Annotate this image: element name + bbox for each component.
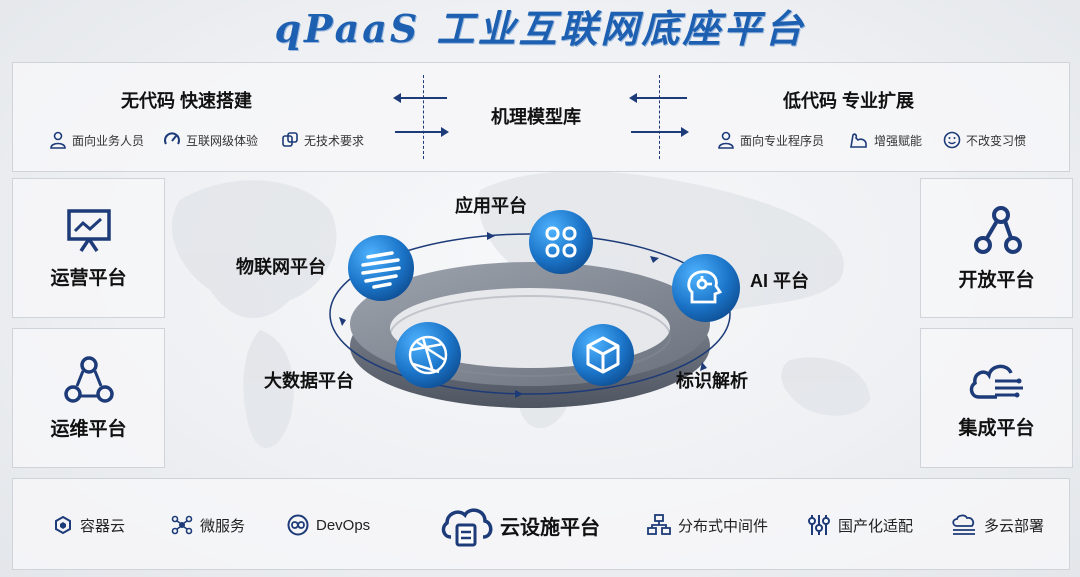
panel-label: 运维平台 <box>50 418 127 440</box>
node-app-platform <box>529 210 593 274</box>
bottom-item-label: 云设施平台 <box>500 516 600 539</box>
label-identifier-resolution: 标识解析 <box>676 371 748 391</box>
feature-enhancement: 增强赋能 <box>849 131 922 149</box>
panel-maintenance: 运维平台 <box>12 328 165 468</box>
bottom-item-localization: 国产化适配 <box>807 479 913 571</box>
container-icon <box>55 515 71 535</box>
bottom-item-container: 容器云 <box>53 479 125 571</box>
feature-no-tech: 无技术要求 <box>281 131 364 149</box>
bottom-item-middleware: 分布式中间件 <box>647 479 768 571</box>
gauge-icon <box>164 132 180 145</box>
node-iot-platform <box>348 235 414 301</box>
arrow-left-top-2 <box>629 93 687 103</box>
top-panel: 无代码 快速搭建 面向业务人员 互联网级体验 无技术要求 机理模型库 低代码 专… <box>12 62 1070 172</box>
smiley-icon <box>943 131 961 149</box>
feature-keep-habits: 不改变习惯 <box>943 131 1026 149</box>
bottom-item-label: 微服务 <box>200 517 246 535</box>
panel-label: 开放平台 <box>958 269 1035 291</box>
feature-internet-experience: 互联网级体验 <box>163 131 258 149</box>
node-identifier-resolution <box>572 324 634 386</box>
bottom-item-multicloud: 多云部署 <box>951 479 1044 571</box>
feature-pro-programmers: 面向专业程序员 <box>717 131 824 149</box>
arrow-right-bottom <box>395 127 449 137</box>
puzzle-icon <box>282 132 298 147</box>
infinity-icon <box>287 514 309 536</box>
node-ai-platform <box>672 254 740 322</box>
panel-integration: 集成平台 <box>920 328 1073 468</box>
bottom-item-cloud-infra: 云设施平台 <box>439 479 600 571</box>
low-code-heading: 低代码 专业扩展 <box>783 91 915 111</box>
microservice-icon <box>171 515 193 535</box>
divider-left <box>423 75 424 159</box>
bottom-item-label: 国产化适配 <box>838 517 914 535</box>
feature-label: 不改变习惯 <box>966 133 1027 148</box>
app-grid-icon <box>545 226 577 258</box>
bottom-item-microservice: 微服务 <box>171 479 245 571</box>
feature-label: 增强赋能 <box>874 133 923 148</box>
flex-arm-icon <box>850 133 867 148</box>
bottom-item-devops: DevOps <box>287 479 370 571</box>
cycle-nodes-icon <box>63 355 114 403</box>
presentation-icon <box>66 208 111 252</box>
label-bigdata-platform: 大数据平台 <box>264 371 354 391</box>
label-ai-platform: AI 平台 <box>750 271 810 291</box>
arrow-right-bottom-2 <box>631 127 689 137</box>
sliders-icon <box>808 515 830 535</box>
cloud-server-icon <box>441 508 493 547</box>
globe-stripes-icon <box>361 251 401 289</box>
label-iot-platform: 物联网平台 <box>236 257 326 277</box>
feature-label: 互联网级体验 <box>186 133 259 148</box>
no-code-heading: 无代码 快速搭建 <box>121 91 253 111</box>
cloud-circuit-icon <box>969 364 1023 399</box>
page-title: qPaaS 工业互联网底座平台 <box>274 6 806 51</box>
panel-label: 集成平台 <box>958 417 1035 439</box>
bottom-item-label: 容器云 <box>80 517 126 535</box>
panel-label: 运营平台 <box>50 267 127 289</box>
person-icon <box>50 131 66 149</box>
panel-open: 开放平台 <box>920 178 1073 318</box>
panel-operations: 运营平台 <box>12 178 165 318</box>
person-icon <box>718 131 734 149</box>
bottom-panel: 容器云 微服务 DevOps 云设施平台 分布式中间件 国产化适配 多云部署 <box>12 478 1070 570</box>
linked-nodes-icon <box>973 205 1022 254</box>
feature-label: 面向业务人员 <box>72 133 145 148</box>
arrow-left-top <box>393 93 447 103</box>
hierarchy-icon <box>647 514 671 535</box>
bottom-item-label: 分布式中间件 <box>678 517 769 535</box>
bottom-item-label: DevOps <box>316 516 371 534</box>
node-bigdata-platform <box>395 322 461 388</box>
ai-head-icon <box>687 270 723 304</box>
feature-label: 无技术要求 <box>304 133 365 148</box>
network-sphere-icon <box>408 335 448 375</box>
model-library-heading: 机理模型库 <box>491 107 581 127</box>
feature-business-users: 面向业务人员 <box>49 131 144 149</box>
feature-label: 面向专业程序员 <box>740 133 825 148</box>
label-app-platform: 应用平台 <box>455 196 527 216</box>
cloud-stack-icon <box>952 514 975 535</box>
divider-right <box>659 75 660 159</box>
bottom-item-label: 多云部署 <box>984 517 1045 535</box>
cube-icon <box>586 336 620 374</box>
